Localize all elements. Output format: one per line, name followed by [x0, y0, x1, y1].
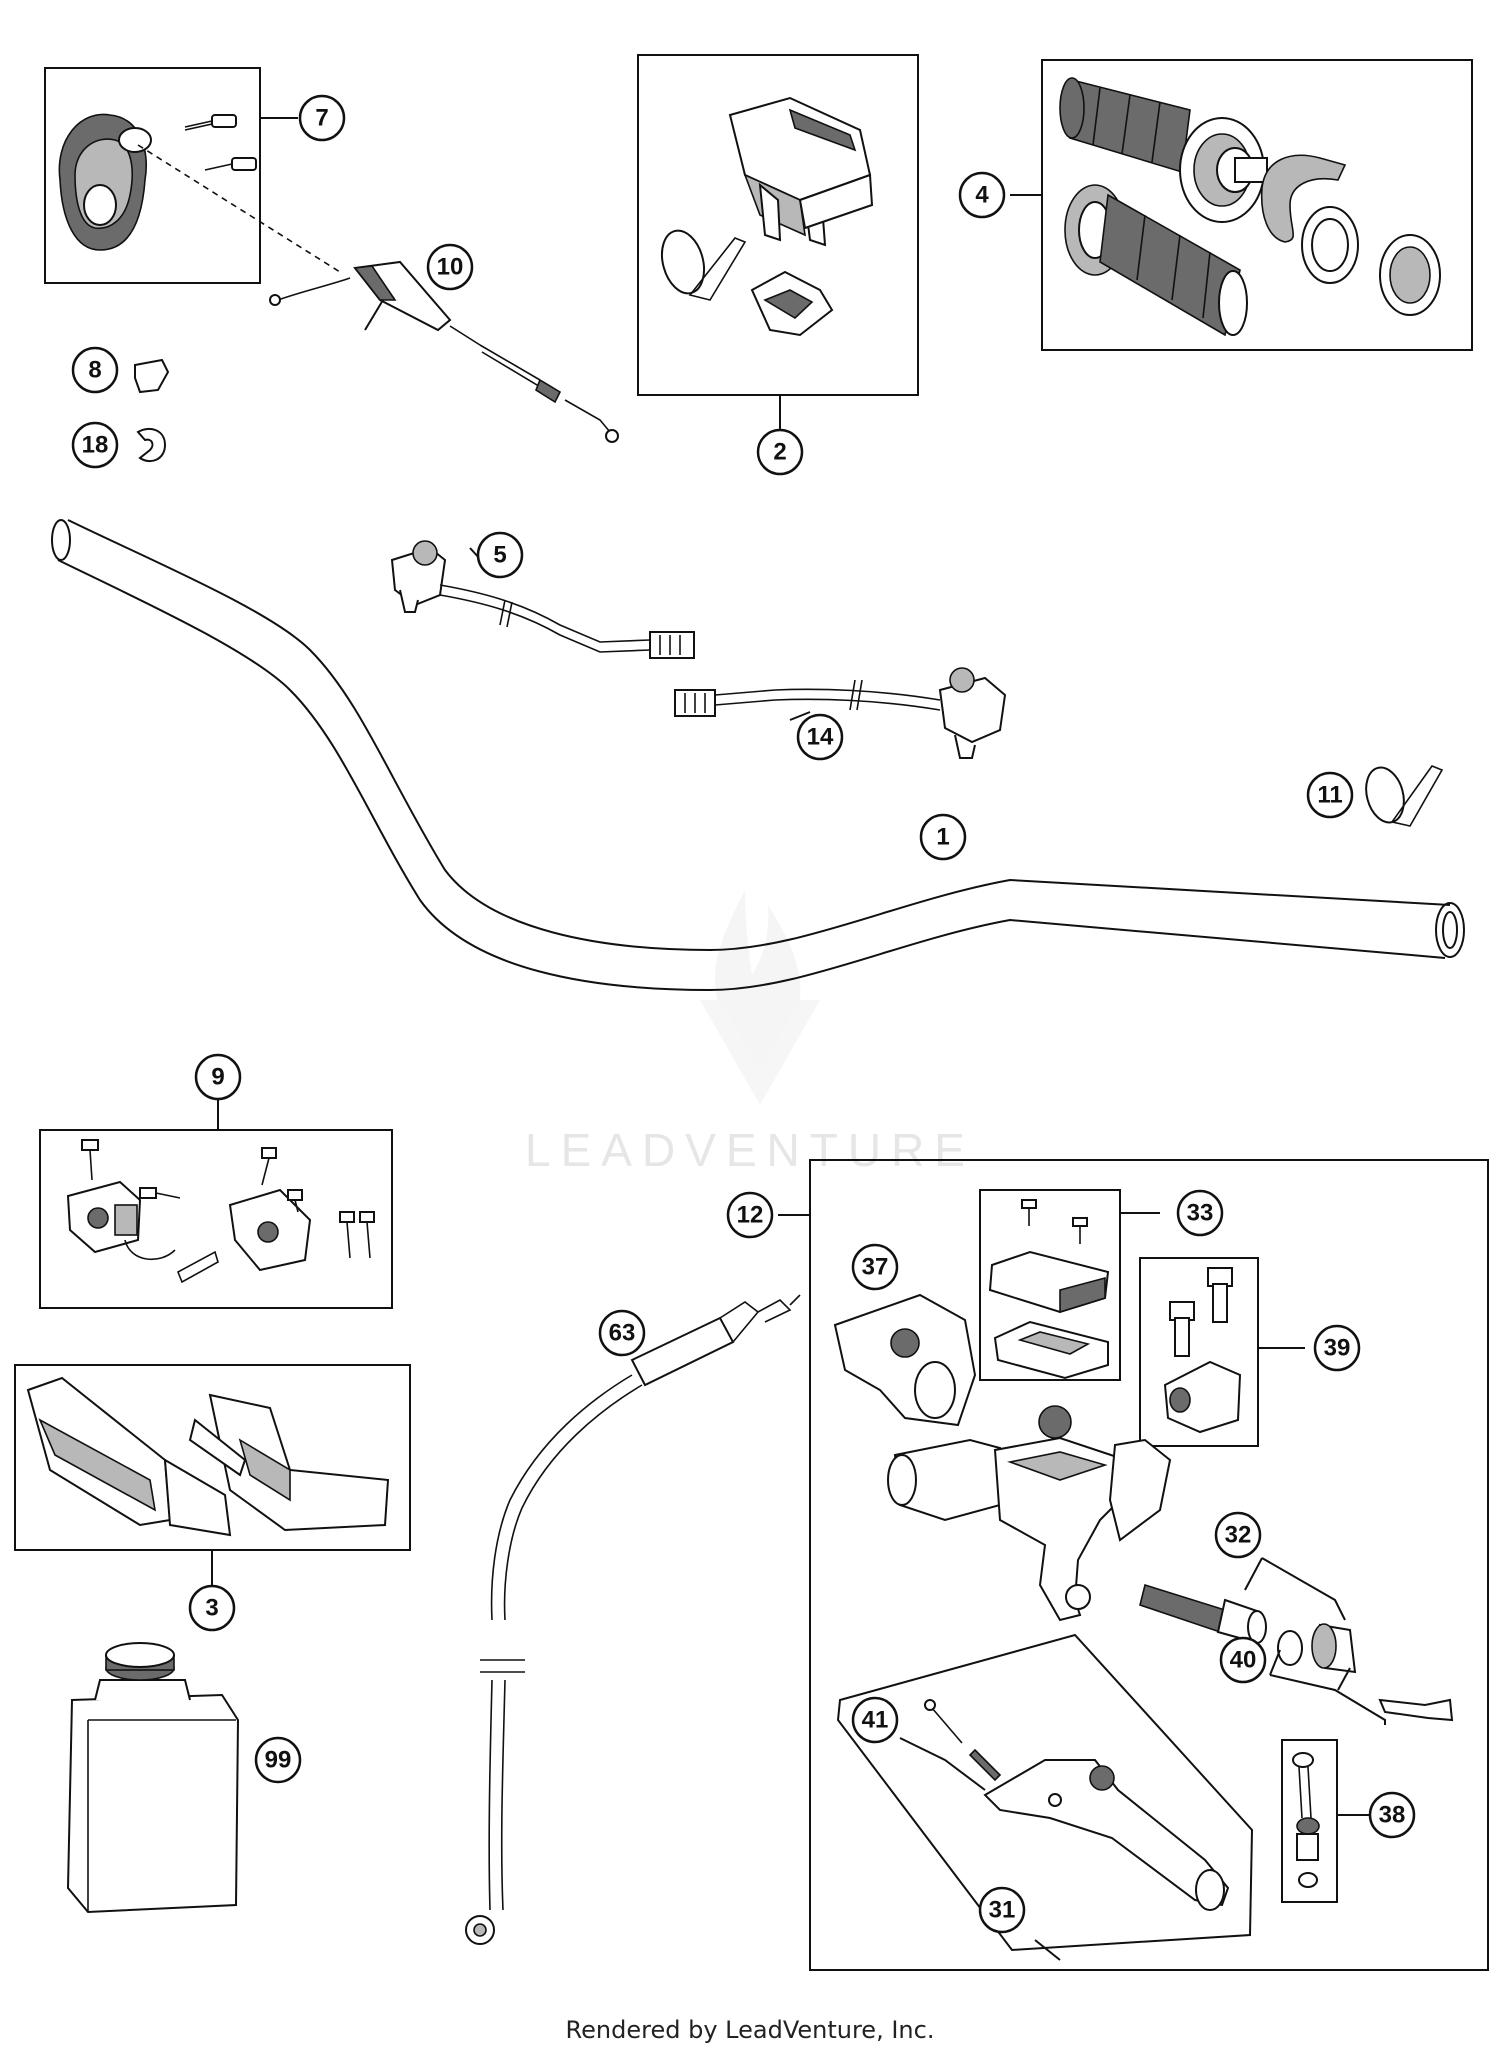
watermark-logo [700, 890, 820, 1105]
svg-text:12: 12 [737, 1202, 764, 1229]
callout-33: 33 [1176, 1189, 1224, 1237]
grip-set [1010, 59, 1473, 351]
master-cylinder-group [778, 1159, 1489, 1971]
svg-text:9: 9 [211, 1064, 224, 1091]
svg-text:14: 14 [807, 724, 834, 751]
callout-39: 39 [1313, 1324, 1361, 1372]
callout-40: 40 [1219, 1636, 1267, 1684]
svg-text:7: 7 [315, 105, 328, 132]
handguard-right [188, 1393, 390, 1532]
svg-text:40: 40 [1230, 1647, 1257, 1674]
throttle-housing-group [44, 67, 341, 284]
svg-text:37: 37 [862, 1254, 889, 1281]
svg-text:5: 5 [493, 542, 506, 569]
svg-text:39: 39 [1324, 1335, 1351, 1362]
piston-kit-32 [1139, 1557, 1346, 1644]
handguards [14, 1364, 411, 1590]
brake-fluid-bottle [66, 1642, 240, 1914]
svg-text:63: 63 [609, 1320, 636, 1347]
callout-18: 18 [71, 421, 119, 469]
callout-99: 99 [254, 1736, 302, 1784]
callout-3: 3 [188, 1584, 236, 1632]
callout-41: 41 [851, 1696, 899, 1744]
callout-10: 10 [426, 243, 474, 291]
grip-right [1064, 184, 1248, 337]
callout-8: 8 [71, 346, 119, 394]
callout-38: 38 [1368, 1791, 1416, 1839]
clip-8 [134, 358, 170, 394]
svg-text:10: 10 [437, 254, 464, 281]
svg-text:1: 1 [936, 824, 949, 851]
svg-text:11: 11 [1317, 782, 1342, 809]
svg-text:18: 18 [82, 432, 109, 459]
cover-kit [637, 54, 919, 432]
cam-rings [1301, 206, 1441, 316]
handguard-left [26, 1376, 232, 1537]
grip-left [1059, 77, 1191, 174]
handlebar [51, 519, 1465, 992]
svg-text:3: 3 [205, 1595, 218, 1622]
housing-screws [184, 114, 257, 171]
cable-tie-11 [1365, 765, 1444, 827]
callout-32: 32 [1214, 1511, 1262, 1559]
svg-text:31: 31 [989, 1897, 1016, 1924]
footer-credit: Rendered by LeadVenture, Inc. [566, 2016, 935, 2044]
svg-text:33: 33 [1187, 1200, 1214, 1227]
callout-2: 2 [756, 428, 804, 476]
svg-text:2: 2 [773, 439, 786, 466]
callout-11: 11 [1306, 771, 1354, 819]
callout-1: 1 [919, 813, 967, 861]
lever-kit-31 [836, 1633, 1254, 1961]
throttle-cam [1260, 154, 1347, 243]
callout-31: 31 [978, 1886, 1026, 1934]
throttle-cable [269, 260, 619, 443]
callout-9: 9 [194, 1053, 242, 1101]
kill-switch-right [674, 667, 1007, 759]
svg-text:8: 8 [88, 357, 101, 384]
mount-screws [81, 1139, 375, 1259]
clip-18 [136, 427, 167, 463]
callout-12: 12 [726, 1191, 774, 1239]
svg-text:38: 38 [1379, 1802, 1406, 1829]
throttle-tube-gear [1179, 117, 1268, 223]
callout-7: 7 [298, 94, 346, 142]
reservoir-cover-kit-33 [979, 1189, 1160, 1381]
clamp-kit-39 [1139, 1257, 1305, 1447]
spring-pin-41 [899, 1699, 1002, 1791]
watermark-text: LEADVENTURE [525, 1124, 975, 1176]
handguard-mount-kit [39, 1100, 393, 1309]
callout-37: 37 [851, 1243, 899, 1291]
master-cylinder-body [887, 1405, 1172, 1622]
callout-4: 4 [958, 171, 1006, 219]
svg-text:99: 99 [265, 1747, 292, 1774]
callout-5: 5 [476, 531, 524, 579]
svg-text:4: 4 [975, 182, 989, 209]
hydraulic-line [465, 1294, 801, 1945]
svg-text:32: 32 [1225, 1522, 1252, 1549]
callout-63: 63 [598, 1309, 646, 1357]
clamp-half-37 [833, 1293, 977, 1427]
callout-14: 14 [796, 713, 844, 761]
cable-tie [660, 229, 747, 301]
bushing-kit-40 [1269, 1623, 1454, 1725]
kill-switch-left [390, 540, 695, 659]
svg-text:41: 41 [862, 1707, 889, 1734]
bolt-kit-38 [1281, 1739, 1370, 1903]
